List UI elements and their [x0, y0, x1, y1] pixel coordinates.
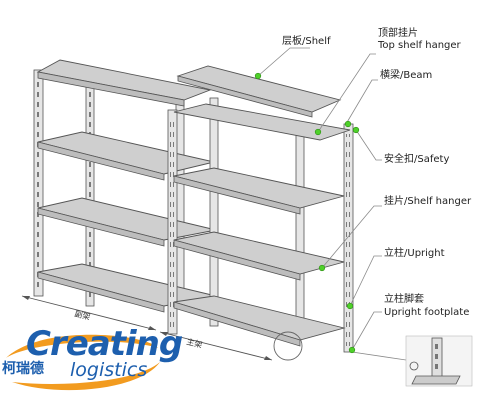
shelf-edge: [37, 271, 165, 313]
label-upright: 立柱/Upright: [384, 246, 445, 259]
detail-hole: [435, 344, 438, 349]
leader-beam: [345, 79, 378, 125]
leader-top-hanger: [317, 53, 376, 133]
label-footplate-cn: 立柱脚套: [384, 292, 424, 305]
detail-hole: [435, 364, 438, 369]
logo-swoosh-bottom: [12, 362, 160, 391]
footplate-highlight: [273, 331, 303, 361]
brand-name: Creating: [26, 324, 183, 364]
shelf-edge: [37, 71, 185, 107]
brand-chinese: 柯瑞德: [2, 361, 44, 377]
green-dot-icon: [352, 126, 360, 134]
label-shelf: 层板/Shelf: [282, 34, 331, 47]
upright-back-left: [209, 97, 219, 327]
arrow-icon: [264, 356, 272, 360]
shelf-edge: [37, 141, 165, 181]
labels: 层板/Shelf 顶部挂片 Top shelf hanger 横梁/Beam 安…: [282, 26, 472, 318]
brand-logo: [6, 334, 160, 391]
leader-lines: [257, 47, 407, 361]
label-shelf-hanger: 挂片/Shelf hanger: [384, 194, 472, 207]
dimension-line-main: [159, 331, 273, 361]
shelf-panel: [173, 103, 351, 141]
top-shelf-edge: [177, 75, 313, 118]
upright-back-right: [295, 131, 305, 339]
green-dot-icon: [346, 302, 354, 310]
leader-detail: [351, 351, 407, 361]
arrow-icon: [160, 332, 168, 336]
arrow-icon: [22, 296, 30, 300]
detail-footplate: [411, 375, 461, 385]
secondary-rack: [33, 59, 217, 313]
leader-footplate: [351, 311, 382, 351]
leader-shelf: [257, 47, 310, 77]
upright-holes: [36, 80, 40, 290]
upright-holes: [346, 134, 350, 346]
arrow-icon: [148, 326, 156, 330]
leader-shelf-hanger: [321, 205, 382, 269]
green-dot-icon: [254, 72, 262, 80]
dimension-line-secondary: [21, 295, 157, 331]
shelf-edge: [173, 175, 301, 215]
leader-safety: [355, 129, 382, 161]
label-footplate-en: Upright footplate: [384, 307, 469, 318]
label-top-hanger-cn: 顶部挂片: [378, 26, 418, 39]
shelf-edge: [173, 239, 301, 281]
green-dot-icon: [348, 346, 356, 354]
green-dot-icon: [344, 120, 352, 128]
footplate-detail-icon: [405, 335, 473, 387]
leader-upright: [349, 255, 382, 307]
upright-holes: [88, 90, 92, 300]
upright-holes: [170, 120, 174, 328]
shelf-edge: [173, 301, 301, 347]
detail-bolt: [409, 361, 419, 371]
dimension-lines: 副架 主架: [21, 295, 273, 361]
detail-hole: [435, 354, 438, 359]
logo-swoosh-top: [6, 334, 158, 358]
label-top-hanger-en: Top shelf hanger: [377, 40, 462, 51]
label-beam: 横梁/Beam: [380, 68, 432, 81]
main-rack: [167, 65, 354, 361]
callout-dots: [254, 72, 360, 354]
green-dot-icon: [318, 264, 326, 272]
dimension-main-label: 主架: [186, 336, 204, 350]
shelf-edge: [37, 207, 165, 247]
dimension-secondary-label: 副架: [74, 309, 92, 322]
green-dot-icon: [314, 128, 322, 136]
brand-subtitle: logistics: [70, 359, 148, 381]
label-safety: 安全扣/Safety: [384, 152, 449, 165]
